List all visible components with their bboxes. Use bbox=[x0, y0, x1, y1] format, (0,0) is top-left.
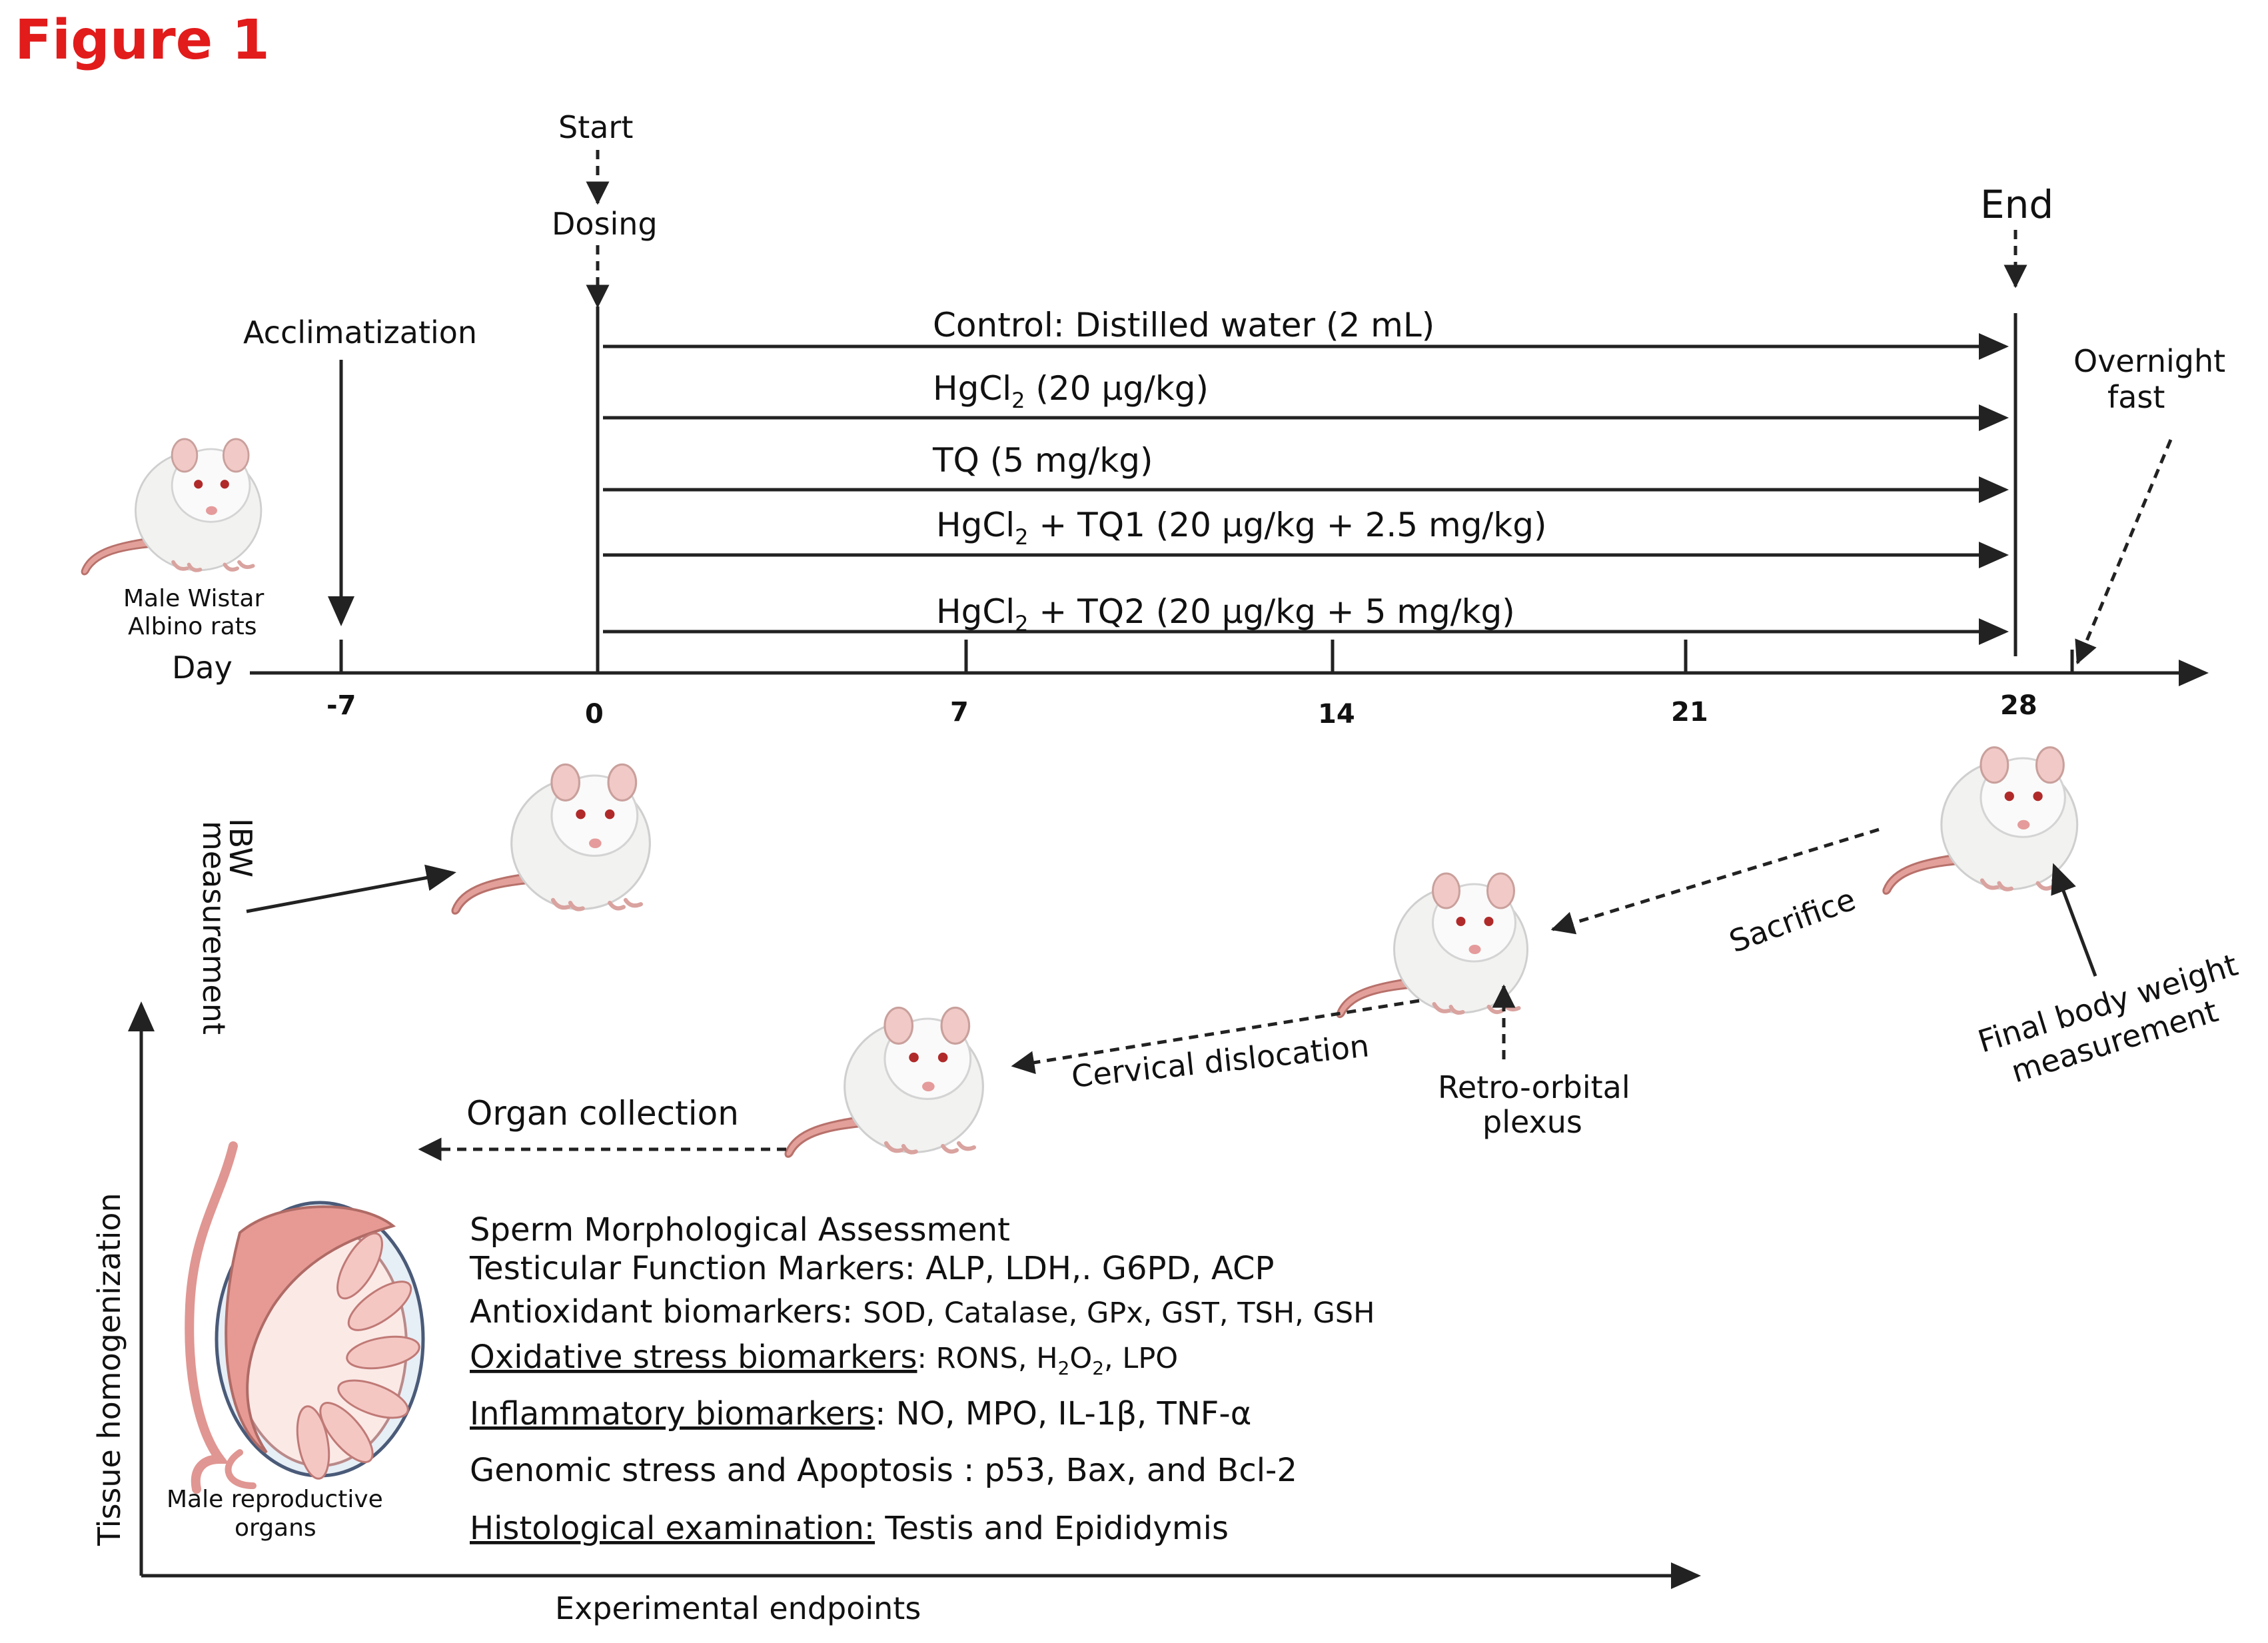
rat-illustration-ibw bbox=[452, 764, 650, 913]
endpoint-testicular: Testicular Function Markers: ALP, LDH,. … bbox=[469, 1250, 1274, 1287]
subscript: 2 bbox=[1092, 1357, 1104, 1379]
male-reproductive-organ-illustration bbox=[185, 1141, 425, 1494]
endpoint-tail: , LPO bbox=[1104, 1342, 1178, 1375]
endpoint-head: Antioxidant biomarkers: bbox=[470, 1293, 863, 1331]
cervical-dislocation-arrow bbox=[1011, 999, 1420, 1075]
tick-label: 28 bbox=[2000, 690, 2037, 721]
overnight-fast-label: fast bbox=[2107, 379, 2165, 415]
endpoint-tail: : RONS, H bbox=[917, 1342, 1058, 1375]
endpoint-tail: Testis and Epididymis bbox=[875, 1510, 1229, 1547]
group-label-text: (20 μg/kg) bbox=[1025, 369, 1209, 408]
endpoint-tail: O bbox=[1069, 1342, 1092, 1375]
treatment-groups: Control: Distilled water (2 mL) HgCl2 (2… bbox=[603, 306, 2009, 645]
organ-collection-label: Organ collection bbox=[466, 1094, 739, 1133]
endpoint-inflammatory: Inflammatory biomarkers: NO, MPO, IL-1β,… bbox=[470, 1395, 1251, 1432]
endpoint-head: Inflammatory biomarkers bbox=[470, 1395, 875, 1432]
endpoint-tail: : NO, MPO, IL-1β, TNF-α bbox=[875, 1395, 1251, 1432]
tick-label: 7 bbox=[950, 697, 969, 728]
tick-label: 0 bbox=[585, 699, 604, 730]
endpoint-genomic: Genomic stress and Apoptosis : p53, Bax,… bbox=[470, 1452, 1297, 1489]
experimental-endpoints-label: Experimental endpoints bbox=[555, 1590, 921, 1626]
rat-caption: Male Wistar bbox=[123, 585, 264, 612]
group-label-text: + TQ2 (20 μg/kg + 5 mg/kg) bbox=[1029, 592, 1515, 631]
end-label: End bbox=[1980, 182, 2053, 227]
group-label-text: HgCl bbox=[936, 592, 1015, 631]
group-label-tq: TQ (5 mg/kg) bbox=[932, 441, 1153, 480]
retro-orbital-label: Retro-orbital bbox=[1438, 1069, 1630, 1105]
subscript: 2 bbox=[1015, 611, 1028, 636]
overnight-fast-arrow bbox=[2075, 439, 2173, 665]
subscript: 2 bbox=[1015, 524, 1028, 550]
group-label-hgcl2: HgCl2 (20 μg/kg) bbox=[933, 369, 1209, 413]
endpoint-sperm: Sperm Morphological Assessment bbox=[470, 1211, 1010, 1249]
overnight-fast-label: Overnight bbox=[2073, 343, 2225, 379]
group-label-control: Control: Distilled water (2 mL) bbox=[933, 306, 1434, 344]
tick-label: 21 bbox=[1671, 697, 1708, 728]
endpoint-head: Histological examination: bbox=[470, 1510, 875, 1547]
rat-illustration-sacrifice bbox=[1884, 748, 2077, 894]
rat-illustration-retro-orbital bbox=[1337, 873, 1527, 1017]
subscript: 2 bbox=[1058, 1357, 1070, 1379]
ibw-label: IBW bbox=[223, 818, 259, 877]
rat-illustration-organ-collection bbox=[786, 1007, 983, 1157]
endpoint-oxidative: Oxidative stress biomarkers: RONS, H2O2,… bbox=[470, 1339, 1178, 1379]
group-label-text: HgCl bbox=[936, 506, 1015, 544]
rat-caption: Albino rats bbox=[128, 613, 257, 640]
start-label: Start bbox=[558, 109, 633, 145]
day-axis-label: Day bbox=[172, 650, 233, 686]
ibw-label-group: measurement bbox=[196, 821, 232, 1035]
endpoint-tail: SOD, Catalase, GPx, GST, TSH, GSH bbox=[863, 1297, 1375, 1330]
group-label-text: Control: Distilled water (2 mL) bbox=[933, 306, 1434, 344]
tick-label: -7 bbox=[326, 690, 356, 721]
tissue-homogenization-label: Tissue homogenization bbox=[91, 1193, 127, 1546]
group-label-text: + TQ1 (20 μg/kg + 2.5 mg/kg) bbox=[1029, 506, 1547, 544]
tick-label: 14 bbox=[1318, 699, 1355, 730]
day-axis-ticks bbox=[339, 640, 2074, 673]
group-label-text: TQ (5 mg/kg) bbox=[932, 441, 1153, 480]
endpoint-head: Testicular Function Markers: bbox=[469, 1250, 925, 1287]
tissue-homogenization-group: Tissue homogenization bbox=[91, 1193, 127, 1546]
final-bw-arrow bbox=[2051, 863, 2097, 977]
group-label-text: HgCl bbox=[933, 369, 1011, 408]
endpoint-list: Sperm Morphological Assessment Testicula… bbox=[469, 1211, 1375, 1547]
dosing-label: Dosing bbox=[552, 206, 658, 242]
sacrifice-arrow bbox=[1550, 827, 1880, 935]
figure-title: Figure 1 bbox=[15, 9, 270, 72]
endpoint-antioxidant: Antioxidant biomarkers: SOD, Catalase, G… bbox=[470, 1293, 1375, 1331]
acclimatization-label: Acclimatization bbox=[243, 314, 477, 350]
sacrifice-label: Sacrifice bbox=[1724, 881, 1860, 959]
organ-caption: Male reproductive bbox=[167, 1486, 383, 1513]
ibw-label-group: IBW bbox=[223, 818, 259, 877]
subscript: 2 bbox=[1011, 388, 1025, 413]
ibw-arrow bbox=[246, 864, 456, 913]
cervical-dislocation-label: Cervical dislocation bbox=[1070, 1027, 1371, 1095]
endpoint-tail: ALP, LDH,. G6PD, ACP bbox=[925, 1250, 1274, 1287]
endpoint-histological: Histological examination: Testis and Epi… bbox=[470, 1510, 1229, 1547]
retro-orbital-label: plexus bbox=[1482, 1104, 1582, 1140]
organ-caption: organs bbox=[235, 1514, 316, 1542]
rat-illustration bbox=[82, 439, 261, 574]
group-label-hgcl2-tq1: HgCl2 + TQ1 (20 μg/kg + 2.5 mg/kg) bbox=[936, 506, 1546, 550]
endpoint-head: Oxidative stress biomarkers bbox=[470, 1339, 917, 1376]
ibw-label: measurement bbox=[196, 821, 232, 1035]
group-label-hgcl2-tq2: HgCl2 + TQ2 (20 μg/kg + 5 mg/kg) bbox=[936, 592, 1515, 636]
